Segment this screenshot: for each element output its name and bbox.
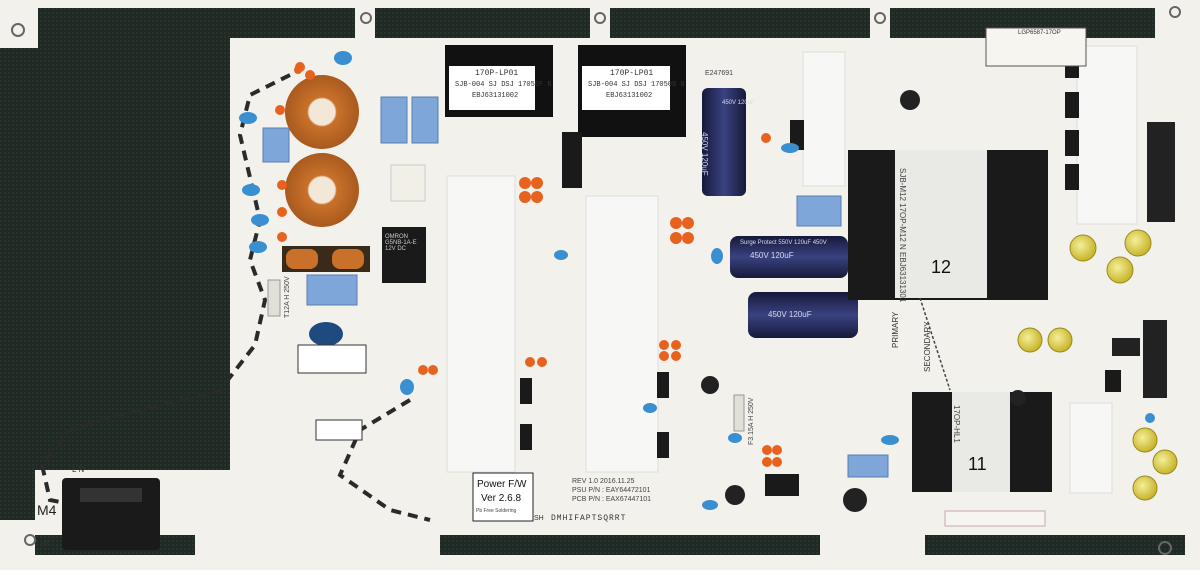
fw-version: Ver 2.6.8 <box>481 493 522 504</box>
fw-title: Power F/W <box>477 479 527 490</box>
fw-label-box <box>472 472 534 522</box>
bulk-cap-2 <box>748 292 858 338</box>
tx-main-id: 12 <box>931 257 952 277</box>
rev-line-1: REV 1.0 2016.11.25 <box>572 478 635 485</box>
toroid-choke-1 <box>285 75 359 149</box>
bulk-cap-vertical <box>702 88 746 196</box>
ic-chip <box>765 474 799 496</box>
sh-tag: SH <box>534 515 544 522</box>
y-capacitors <box>239 51 1155 510</box>
toroid-choke-2 <box>285 153 359 227</box>
spec-table-box <box>985 27 1087 67</box>
model-label: LGP6587-17OP <box>1018 30 1061 36</box>
heatsink-bottom-right <box>1069 402 1113 494</box>
optocouplers <box>1112 338 1140 356</box>
transformer2-line2: SJB-004 SJ DSJ 170508 N <box>588 81 685 89</box>
ceramic-capacitors <box>275 62 782 467</box>
bulk-cap1-text: 450V 120uF <box>750 251 794 260</box>
output-connector-1 <box>1147 122 1175 222</box>
yellow-electrolytic-caps <box>1017 229 1178 501</box>
primary-secondary-line <box>919 297 951 391</box>
info-box <box>297 344 367 374</box>
transformer2-line1: 170P-LP01 <box>610 69 654 78</box>
m4-label: M4 <box>37 502 57 518</box>
secondary-label: SECONDARY <box>923 321 932 372</box>
transformer2-line3: EBJ63131002 <box>606 92 653 100</box>
white-sticker <box>944 510 1046 527</box>
pcb-code: DMHIFAPTSQRRT <box>551 514 627 523</box>
bulk-cap4-text: 450V 120uF <box>722 100 755 106</box>
heatsink-center <box>585 195 659 473</box>
heatsink-right-top <box>802 51 846 187</box>
ln-label: L N <box>72 465 85 474</box>
relay <box>382 227 426 283</box>
transformer1-id: 1 <box>537 69 549 91</box>
tx-small-id: 11 <box>968 454 987 474</box>
mosfets <box>520 52 1121 458</box>
heatsink-left <box>446 175 516 473</box>
bulk-cap3-text: 450V 120uF <box>700 132 709 176</box>
primary-label: PRIMARY <box>891 311 900 348</box>
fuse <box>267 279 281 317</box>
x-capacitors <box>262 96 889 478</box>
transformer1-line3: EBJ63131002 <box>472 92 519 100</box>
tx-main-label: SJB-M12 17OP-M12 N EBJ63131301 <box>898 168 907 303</box>
output-connector-2 <box>1143 320 1167 398</box>
fuse-2 <box>733 394 745 432</box>
transformer1-line2: SJB-004 SJ DSJ 170508 N <box>455 81 552 89</box>
mounting-holes <box>11 6 1181 555</box>
bulk-cap2-text: 450V 120uF <box>768 310 812 319</box>
black-electrolytic-caps <box>701 90 1026 512</box>
rev-line-2: PSU P/N : EAY64472101 <box>572 487 651 494</box>
cap-series-text: Surge Protect 550V 120uF 450V <box>740 240 827 246</box>
bulk-cap-1 <box>730 236 848 278</box>
thermistor-pack <box>390 164 426 202</box>
fuse-holder <box>309 322 343 346</box>
pb-free: Pb Free Soldering <box>476 508 517 514</box>
fuse-rating: T12A H 250V <box>284 276 291 318</box>
isolation-dashed-line <box>39 73 431 522</box>
fuse2-rating: F3.15A H 250V <box>748 397 755 445</box>
relay-text: OMRON G5NB-1A-E 12V DC <box>385 234 417 252</box>
transformer2-id: 1 <box>672 73 684 95</box>
he-tag: HE <box>40 539 52 548</box>
heatsink-right <box>1076 45 1138 225</box>
voltage-box <box>315 419 363 441</box>
transformer1-line1: 170P-LP01 <box>475 69 519 78</box>
tx-small-label: 17OP-HL1 <box>952 405 961 443</box>
rev-line-3: PCB P/N : EAX67447101 <box>572 496 651 503</box>
ce-mark: E247691 <box>705 70 734 77</box>
